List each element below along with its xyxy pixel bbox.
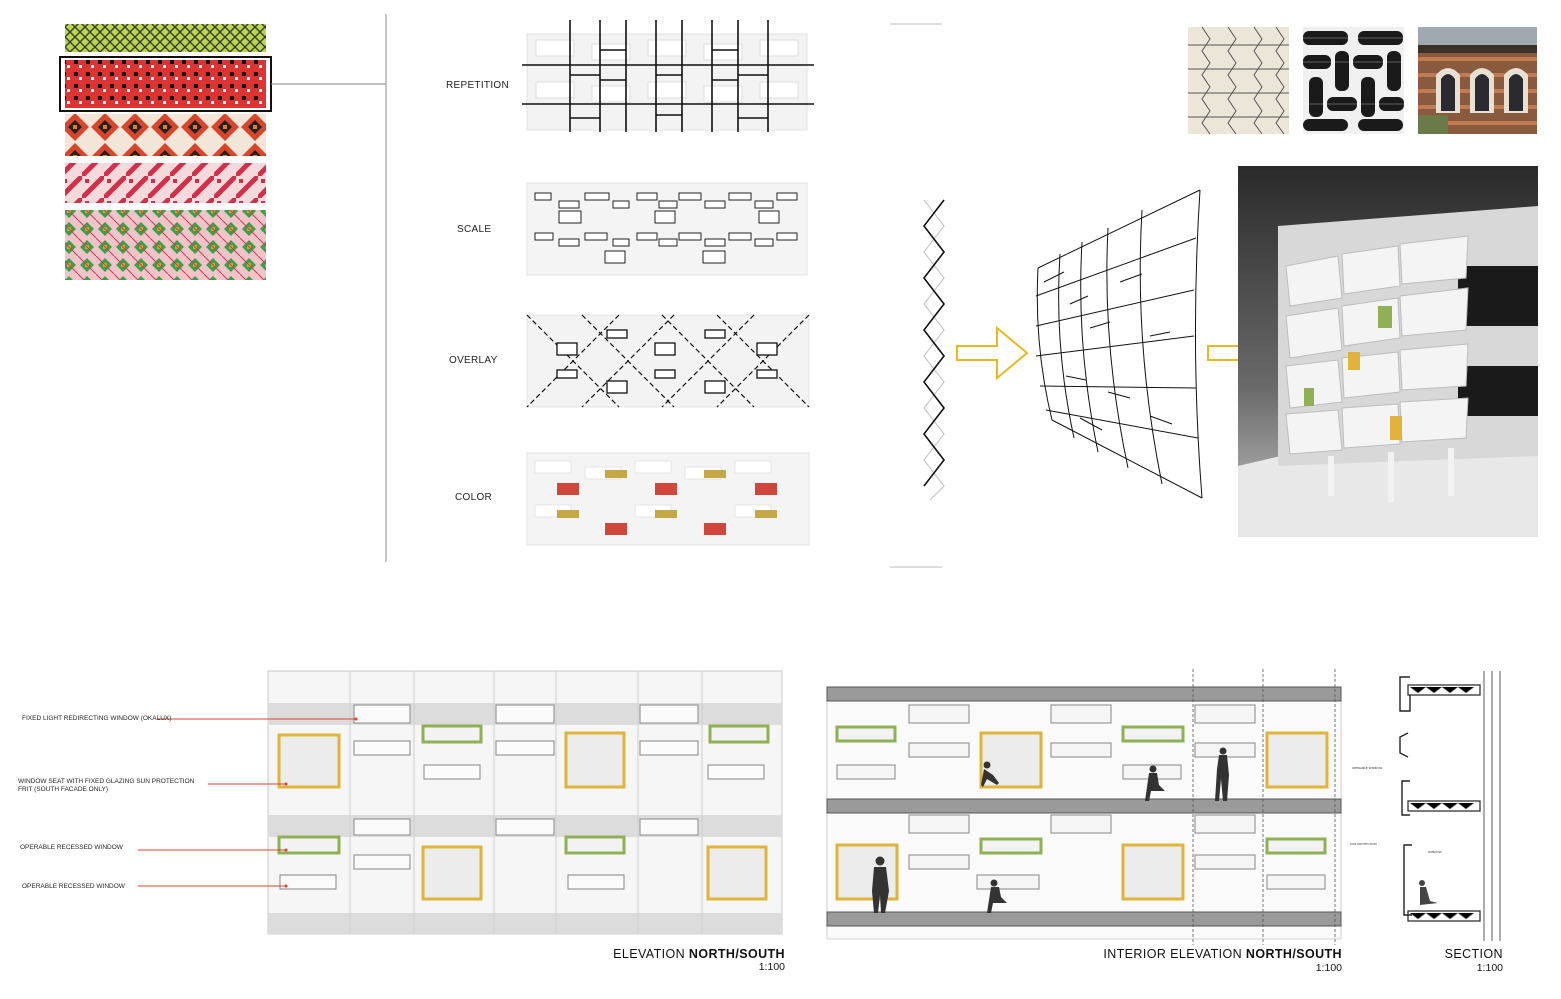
model-photo	[1238, 166, 1538, 537]
warped-grid	[1035, 189, 1203, 499]
note-operable-window-1: OPERABLE RECESSED WINDOW	[20, 844, 123, 851]
note-window-seat: WINDOW SEAT WITH FIXED GLAZING SUN PROTE…	[18, 778, 195, 793]
diagram-scale	[526, 182, 808, 276]
elevation-title-bold: NORTH/SOUTH	[688, 947, 785, 961]
label-overlay: OVERLAY	[449, 355, 498, 366]
reference-image-brick-facade	[1418, 27, 1537, 134]
section-scale: 1:100	[1476, 962, 1503, 974]
interior-elevation-title-bold: NORTH/SOUTH	[1245, 947, 1342, 961]
note-fixed-light-window: FIXED LIGHT REDIRECTING WINDOW (OKALUX)	[22, 715, 172, 722]
reference-image-basket-weave	[1303, 27, 1404, 134]
svg-text:WINDOW: WINDOW	[1428, 850, 1442, 854]
elevation-scale: 1:100	[758, 961, 785, 973]
svg-text:SUN PROTECTION: SUN PROTECTION	[1350, 842, 1377, 846]
elevation-north-south	[138, 670, 783, 935]
label-scale: SCALE	[457, 224, 492, 235]
section-title: SECTION	[1444, 947, 1503, 961]
interior-elevation-title-prefix: INTERIOR ELEVATION	[1103, 947, 1246, 961]
diagram-repetition	[522, 20, 814, 132]
arrow-right-icon	[956, 325, 1029, 381]
section-drawing: OPERABLE WINDOW SUN PROTECTION WINDOW	[1350, 671, 1501, 941]
interior-elevation-scale: 1:100	[1315, 962, 1342, 974]
interior-elevation-title: INTERIOR ELEVATION NORTH/SOUTH	[1040, 947, 1342, 961]
reference-image-weave-drawing	[1188, 26, 1289, 135]
interior-elevation	[826, 669, 1342, 945]
diagram-color	[526, 452, 810, 546]
svg-text:OPERABLE WINDOW: OPERABLE WINDOW	[1352, 766, 1382, 770]
label-color: COLOR	[455, 492, 493, 503]
diagram-overlay	[526, 314, 810, 408]
label-repetition: REPETITION	[446, 80, 510, 91]
embroidery-patterns	[59, 24, 272, 280]
zigzag-profile	[922, 199, 946, 501]
elevation-title-prefix: ELEVATION	[613, 947, 689, 961]
note-operable-window-2: OPERABLE RECESSED WINDOW	[22, 883, 125, 890]
elevation-title: ELEVATION NORTH/SOUTH	[560, 947, 785, 961]
